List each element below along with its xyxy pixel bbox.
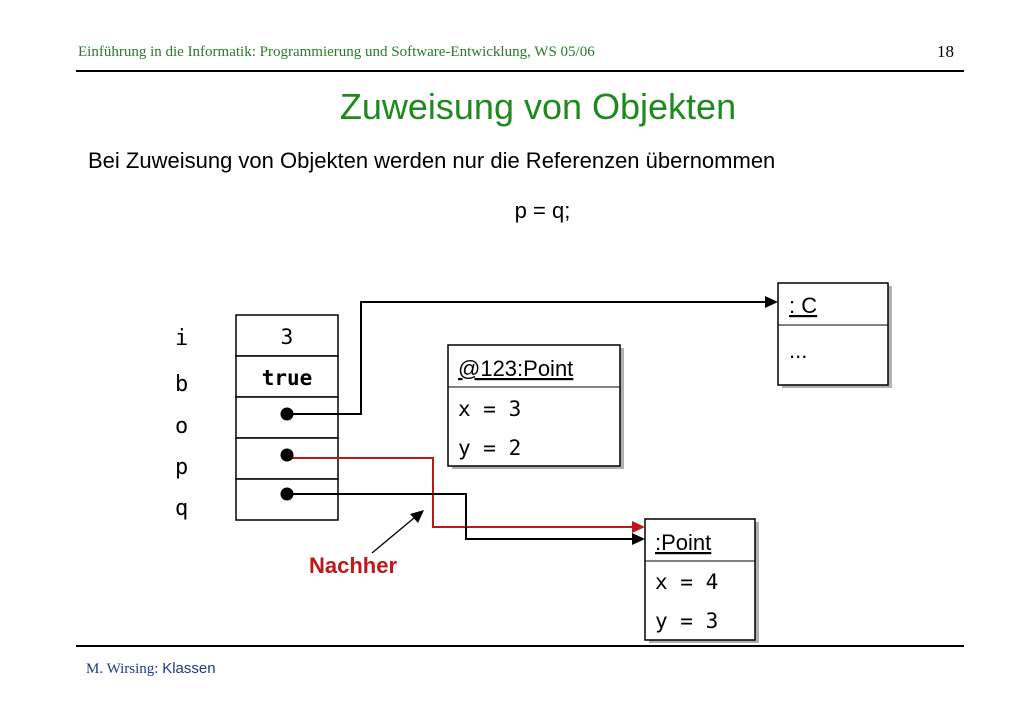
assignment-code: p = q;: [514, 198, 571, 223]
reference-o: [287, 301, 768, 415]
object-point2-name: :Point: [655, 530, 711, 555]
object-point1-y: y = 2: [458, 436, 521, 460]
header-rule: [76, 70, 964, 72]
annotation-nachher: Nachher: [309, 553, 397, 578]
object-point1-name: @123:Point: [458, 356, 573, 381]
var-label-o: o: [175, 414, 188, 439]
footer-author: M. Wirsing:: [86, 661, 159, 677]
object-c: [777, 282, 889, 386]
var-label-p: p: [175, 455, 188, 480]
var-label-q: q: [175, 496, 188, 521]
object-c-name: : C: [789, 293, 817, 318]
reference-p: [287, 457, 635, 528]
object-point2-y: y = 3: [655, 609, 718, 633]
reference-dot-o: [280, 407, 294, 421]
slide-subtitle: Bei Zuweisung von Objekten werden nur di…: [88, 148, 776, 173]
slide-title: Zuweisung von Objekten: [339, 86, 737, 127]
reference-dot-p: [280, 448, 294, 462]
object-point2: [644, 518, 756, 641]
cell-i-value: 3: [281, 325, 294, 349]
object-c-body: ...: [789, 338, 807, 363]
cell-b-value: true: [262, 366, 313, 390]
footer-topic: Klassen: [162, 660, 216, 677]
var-label-b: b: [175, 372, 188, 397]
object-point1: [447, 344, 621, 467]
annotation-arrow: [371, 517, 415, 554]
header-course: Einführung in die Informatik: Programmie…: [78, 44, 595, 60]
var-label-i: i: [175, 326, 188, 351]
reference-q: [287, 493, 635, 540]
page-number: 18: [937, 42, 954, 61]
footer-rule: [76, 645, 964, 647]
reference-dot-q: [280, 487, 294, 501]
object-point1-x: x = 3: [458, 397, 521, 421]
footer: M. Wirsing: Klassen: [86, 660, 216, 678]
object-point2-x: x = 4: [655, 570, 718, 594]
variable-stack: [235, 314, 339, 521]
